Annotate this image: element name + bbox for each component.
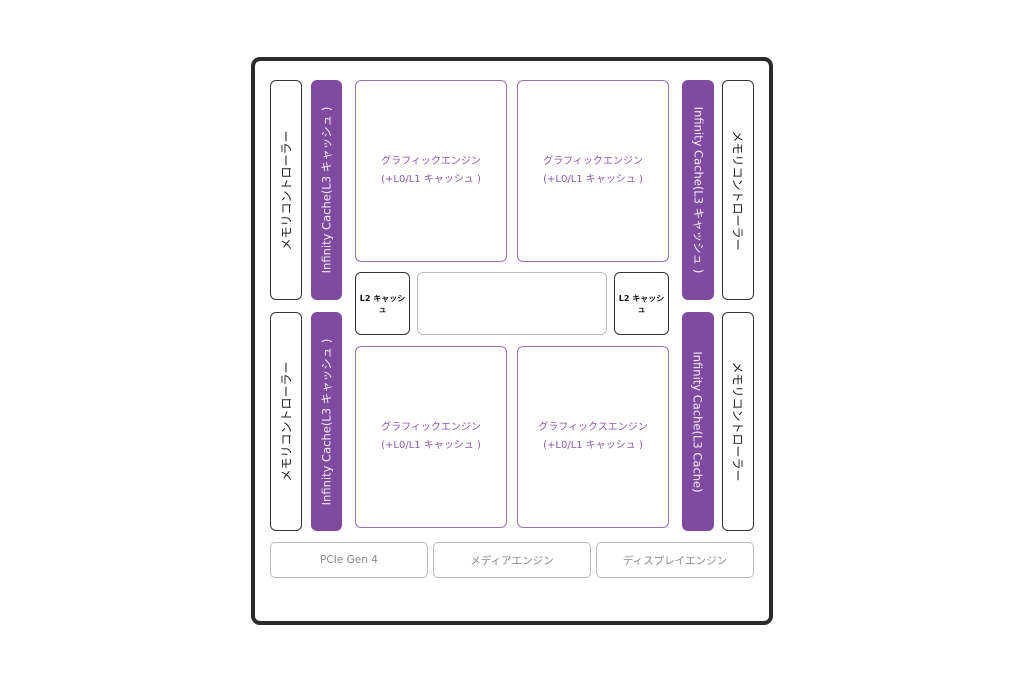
memory-controller-bottom-right: メモリコントローラー [722, 312, 754, 531]
graphics-engine-2: グラフィックエンジン (+L0/L1 キャッシュ ) [517, 80, 669, 262]
infinity-cache-bottom-left: Infinity Cache(L3 キャッシュ ) [311, 312, 342, 531]
display-engine-block: ディスプレイエンジン [596, 542, 754, 578]
graphics-engine-4: グラフィックスエンジン (+L0/L1 キャッシュ ) [517, 346, 669, 528]
label: メディアエンジン [470, 554, 554, 567]
l2-cache-right: L2 キャッシュ [614, 272, 669, 335]
chip-frame [251, 57, 773, 625]
label: Infinity Cache(L3 キャッシュ ) [319, 106, 334, 274]
memory-controller-top-right: メモリコントローラー [722, 80, 754, 300]
title: グラフィックエンジン [543, 156, 643, 167]
label: Infinity Cache(L3 キャッシュ ) [319, 338, 334, 505]
label: L2 キャッシュ [359, 293, 406, 314]
l2-cache-left: L2 キャッシュ [355, 272, 410, 335]
title: グラフィックエンジン [381, 156, 481, 167]
memory-controller-top-left: メモリコントローラー [270, 80, 302, 300]
title: グラフィックエンジン [381, 422, 481, 433]
title: グラフィックスエンジン [538, 422, 648, 433]
label: メモリコントローラー [730, 129, 745, 251]
media-engine-block: メディアエンジン [433, 542, 591, 578]
graphics-engine-3: グラフィックエンジン (+L0/L1 キャッシュ ) [355, 346, 507, 528]
subtitle: (+L0/L1 キャッシュ ) [543, 440, 643, 451]
label: メモリコントローラー [279, 129, 294, 251]
pcie-block: PCIe Gen 4 [270, 542, 428, 578]
label: メモリコントローラー [730, 361, 745, 482]
center-block [417, 272, 607, 335]
memory-controller-bottom-left: メモリコントローラー [270, 312, 302, 531]
label: ディスプレイエンジン [622, 554, 728, 567]
infinity-cache-top-right: Infinity Cache(L3 キャッシュ ) [682, 80, 714, 300]
label: メモリコントローラー [279, 361, 294, 482]
label: Infinity Cache(L3 キャッシュ ) [691, 106, 705, 274]
graphics-engine-1: グラフィックエンジン (+L0/L1 キャッシュ ) [355, 80, 507, 262]
label: Infinity Cache(L3 Cache) [691, 350, 706, 493]
subtitle: (+L0/L1 キャッシュ ) [381, 174, 481, 185]
subtitle: (+L0/L1 キャッシュ ) [381, 440, 481, 451]
label: PCIe Gen 4 [320, 554, 378, 566]
label: L2 キャッシュ [618, 293, 665, 314]
infinity-cache-top-left: Infinity Cache(L3 キャッシュ ) [311, 80, 342, 300]
subtitle: (+L0/L1 キャッシュ ) [543, 174, 643, 185]
infinity-cache-bottom-right: Infinity Cache(L3 Cache) [682, 312, 714, 531]
